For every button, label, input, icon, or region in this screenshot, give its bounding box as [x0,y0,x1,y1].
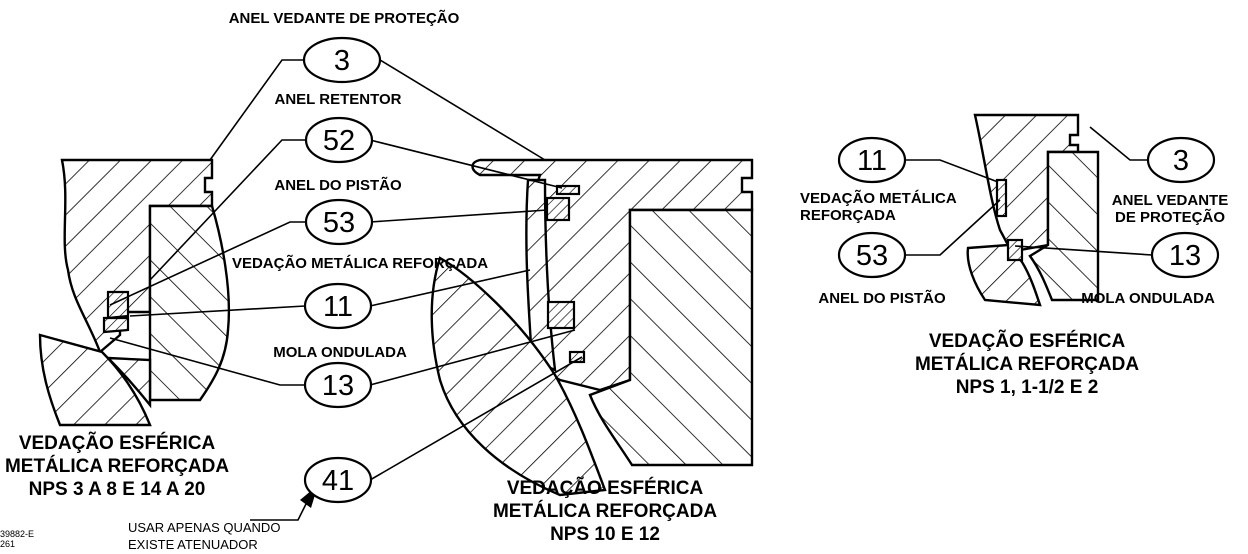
right-caption-line3: NPS 1, 1-1/2 E 2 [956,377,1099,398]
r-label-anel-vedante-line1: ANEL VEDANTE [1112,192,1228,209]
right-retainer [1028,150,1100,302]
svg-text:13: 13 [322,370,354,402]
left-caption-line3: NPS 3 A 8 E 14 A 20 [29,479,206,500]
right-leader-lines [905,126,1153,256]
left-wave-spring [102,316,130,334]
r-label-anel-pistao: ANEL DO PISTÃO [818,289,946,307]
label-anel-pistao: ANEL DO PISTÃO [274,176,402,194]
bubble-52: 52 [304,116,374,164]
svg-text:3: 3 [1173,145,1189,177]
svg-text:3: 3 [334,45,350,77]
label-anel-retentor: ANEL RETENTOR [275,91,402,108]
middle-view [430,158,754,497]
bubble-53: 53 [304,198,374,246]
middle-seal-ring [545,196,571,222]
bubble-41: 41 [303,456,373,504]
r-bubble-3: 3 [1146,136,1216,184]
bubble-13: 13 [303,361,373,409]
bubble-3: 3 [302,36,382,84]
right-ball [966,243,1042,307]
r-label-mola-ondulada: MOLA ONDULADA [1081,290,1215,307]
right-view [966,113,1100,307]
right-caption-line1: VEDAÇÃO ESFÉRICA [929,330,1126,352]
label-anel-vedante: ANEL VEDANTE DE PROTEÇÃO [229,9,460,27]
middle-caption-line1: VEDAÇÃO ESFÉRICA [507,477,704,499]
note-line2: EXISTE ATENUADOR [128,537,258,552]
label-mola-ondulada: MOLA ONDULADA [273,344,407,361]
r-label-vedacao-line1: VEDAÇÃO METÁLICA [800,189,957,207]
svg-text:53: 53 [856,240,888,272]
left-caption-line1: VEDAÇÃO ESFÉRICA [19,432,216,454]
svg-text:13: 13 [1169,240,1201,272]
svg-text:11: 11 [323,291,353,323]
right-caption-line2: METÁLICA REFORÇADA [915,353,1139,375]
middle-ball [430,256,607,497]
middle-retainer [588,208,754,467]
r-bubble-53: 53 [837,231,907,279]
bubble-11: 11 [303,282,373,330]
svg-text:41: 41 [322,465,354,497]
note-line1: USAR APENAS QUANDO [128,520,280,535]
svg-text:53: 53 [323,207,355,239]
left-caption-line2: METÁLICA REFORÇADA [5,455,229,477]
middle-caption-line2: METÁLICA REFORÇADA [493,500,717,522]
r-bubble-13: 13 [1150,231,1220,279]
r-bubble-11: 11 [837,136,907,184]
svg-text:11: 11 [857,145,887,177]
svg-text:52: 52 [323,125,355,157]
leader-lines [109,59,583,521]
drawing-id-line2: 261 [0,539,15,549]
r-label-anel-vedante-line2: DE PROTEÇÃO [1115,208,1225,226]
r-label-vedacao-line2: REFORÇADA [800,207,896,224]
middle-shield-ring [568,350,586,364]
label-vedacao-metalica: VEDAÇÃO METÁLICA REFORÇADA [232,254,488,272]
middle-spring [546,300,576,330]
right-spring [1006,238,1024,262]
middle-caption-line3: NPS 10 E 12 [550,524,660,545]
drawing-id-line1: 39882-E [0,529,34,539]
middle-retainer-ring [555,184,581,196]
left-retainer [148,204,231,402]
left-ball-edge [104,356,152,409]
right-seal [995,178,1008,218]
left-view [38,158,231,427]
